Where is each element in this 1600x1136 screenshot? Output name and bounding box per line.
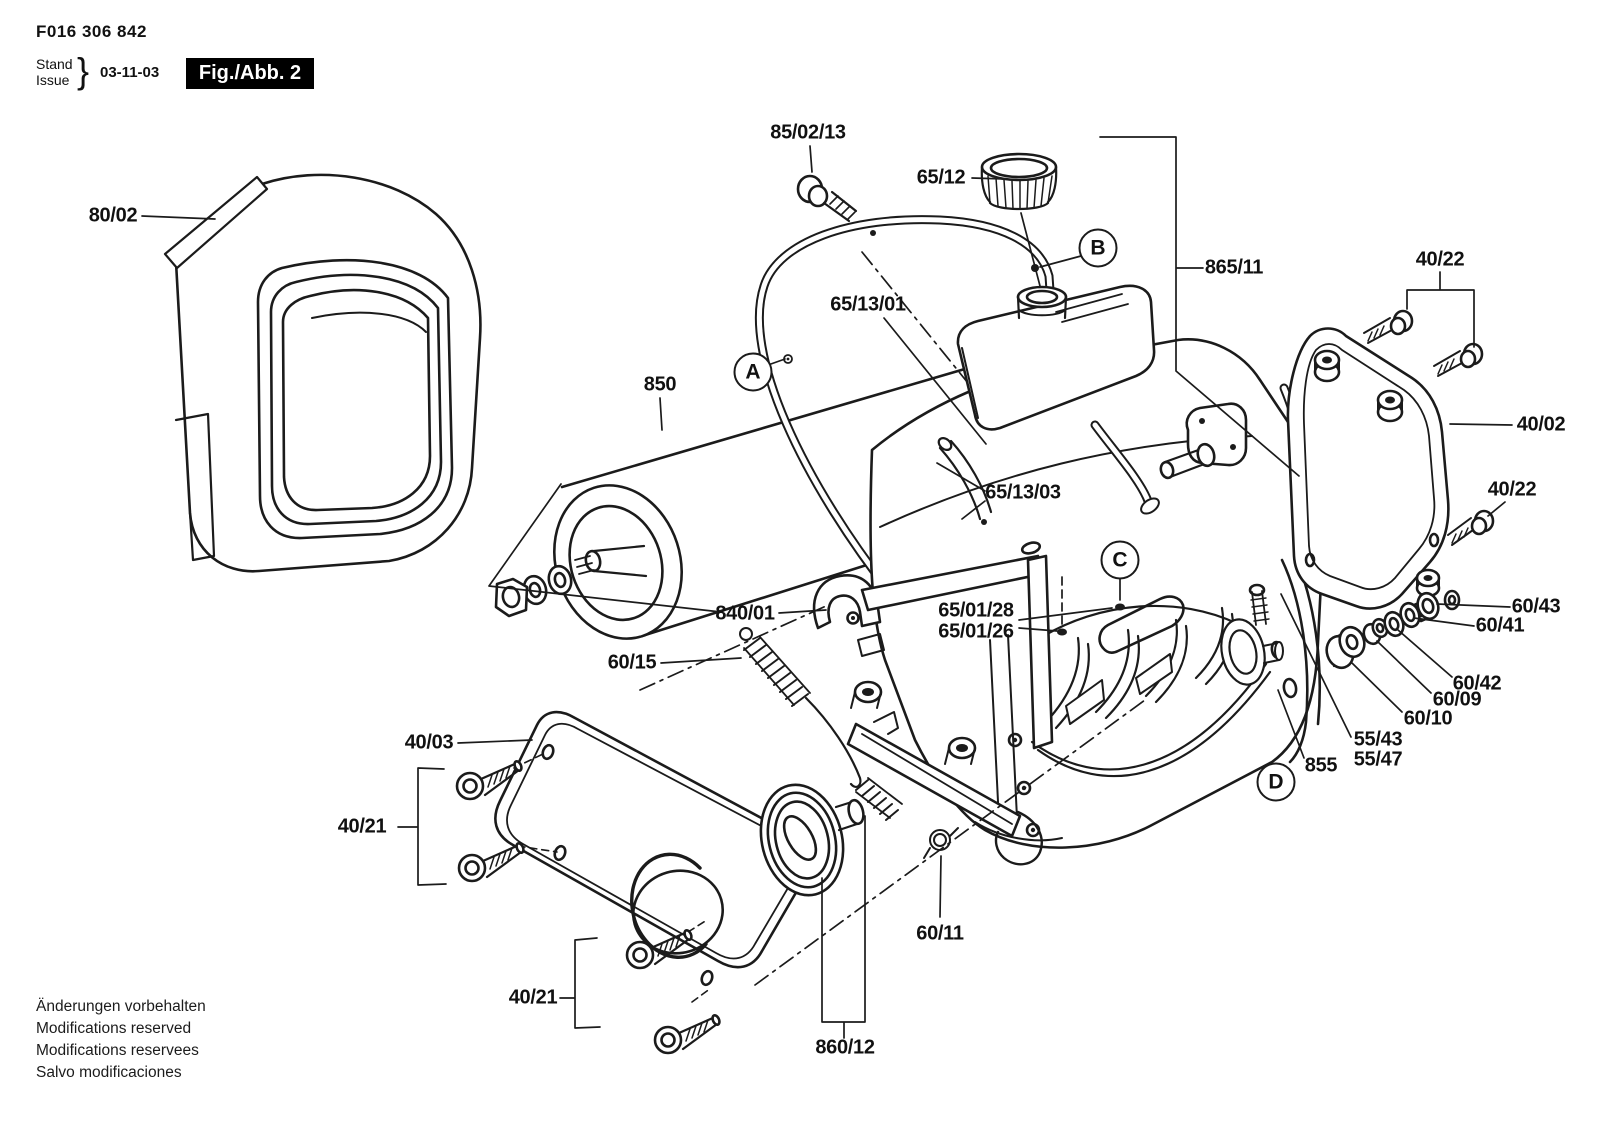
callout-60-42: 60/42 <box>1452 672 1502 695</box>
detail-marker-c: C <box>1100 540 1140 580</box>
handle-bail-front-segment <box>1090 420 1160 515</box>
issue-label: Issue <box>36 72 70 88</box>
callout-855: 855 <box>1304 754 1338 777</box>
stand-label: Stand <box>36 56 73 72</box>
callout-55-47: 55/47 <box>1353 748 1403 771</box>
callout-80-02: 80/02 <box>88 204 138 227</box>
callout-85-02-13: 85/02/13 <box>770 121 846 144</box>
callout-60-43: 60/43 <box>1511 595 1561 618</box>
detail-marker-b: B <box>1078 228 1118 268</box>
callout-65-01-28: 65/01/28 <box>938 599 1014 622</box>
callout-40-22-top: 40/22 <box>1415 248 1465 271</box>
footer-notice: Änderungen vorbehalten Modifications res… <box>36 996 206 1084</box>
footer-line-de: Änderungen vorbehalten <box>36 998 206 1015</box>
detail-marker-d: D <box>1256 762 1296 802</box>
tank-illustration <box>956 152 1156 431</box>
pellet-fasteners <box>1057 576 1125 636</box>
roller-illustration <box>488 350 1108 640</box>
cutting-reel-illustration <box>1030 604 1284 778</box>
document-part-number: F016 306 842 <box>36 22 147 41</box>
callout-65-12: 65/12 <box>916 166 966 189</box>
right-cover-plate-illustration <box>1286 327 1461 623</box>
washer-stack-illustration <box>1325 591 1440 670</box>
pulley-hub-illustration <box>759 783 865 897</box>
footer-line-es: Salvo modificaciones <box>36 1064 182 1081</box>
spring-small-illustration <box>855 777 903 821</box>
callout-850: 850 <box>643 373 677 396</box>
footer-line-fr: Modifications reservees <box>36 1042 199 1059</box>
spring-60-15-illustration <box>739 627 862 788</box>
figure-number-badge: Fig./Abb. 2 <box>186 58 314 89</box>
callout-40-22-right: 40/22 <box>1487 478 1537 501</box>
screw-85-02-13 <box>796 174 858 223</box>
stand-issue-label: Stand Issue <box>36 56 73 88</box>
callout-60-11: 60/11 <box>916 922 964 945</box>
brace-glyph: } <box>77 50 90 91</box>
callout-60-41: 60/41 <box>1475 614 1525 637</box>
callout-40-21-bottom: 40/21 <box>508 986 558 1009</box>
callout-860-12: 860/12 <box>815 1036 875 1059</box>
leader-lines <box>141 136 1513 1039</box>
callout-65-13-03: 65/13/03 <box>985 481 1061 504</box>
detail-marker-a: A <box>733 352 773 392</box>
c-ring-illustration <box>630 852 708 959</box>
issue-date: 03-11-03 <box>100 64 160 81</box>
callout-60-15: 60/15 <box>607 651 657 674</box>
callout-840-01: 840/01 <box>715 602 775 625</box>
callout-40-21-left: 40/21 <box>337 815 387 838</box>
callout-865-11: 865/11 <box>1204 256 1264 279</box>
callout-65-01-26: 65/01/26 <box>938 620 1014 643</box>
screws-40-21 <box>455 759 721 1055</box>
callout-60-09: 60/09 <box>1432 688 1482 711</box>
grass-box-illustration <box>163 173 482 573</box>
callout-60-10: 60/10 <box>1403 707 1453 730</box>
callout-40-02: 40/02 <box>1516 413 1566 436</box>
cable-guide-illustration <box>937 436 993 525</box>
callout-40-03: 40/03 <box>404 731 454 754</box>
frame-bracket-illustration <box>812 554 1054 866</box>
callout-55-43: 55/43 <box>1353 728 1403 751</box>
screws-40-22 <box>1363 309 1495 546</box>
spring-60-11-illustration <box>923 827 959 859</box>
footer-line-en: Modifications reserved <box>36 1020 192 1037</box>
callout-65-13-01: 65/13/01 <box>830 293 906 316</box>
